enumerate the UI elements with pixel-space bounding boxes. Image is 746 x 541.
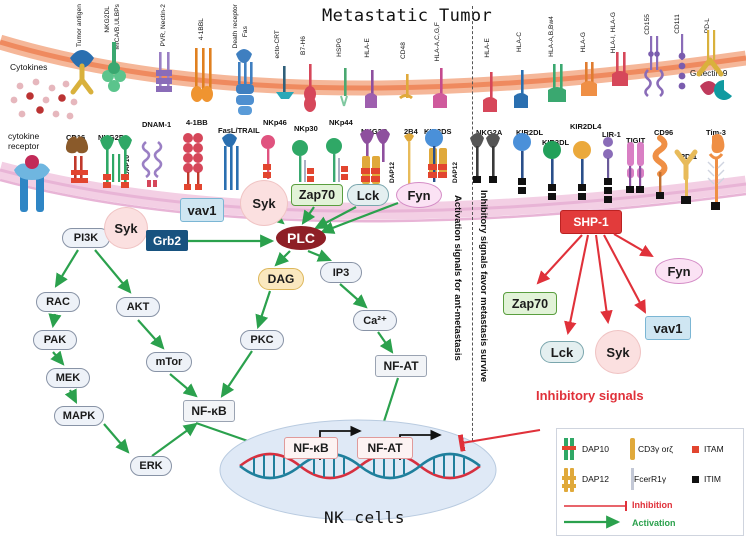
nf-kb1-node[interactable]: NF-κB xyxy=(183,400,235,422)
grb2-node[interactable]: Grb2 xyxy=(146,230,188,251)
rac-node[interactable]: RAC xyxy=(36,292,80,312)
lck-node[interactable]: Lck xyxy=(347,184,389,206)
divider-left-caption: Activation signals for ant-metastasis xyxy=(452,195,463,361)
cytokine-receptor-icon xyxy=(14,155,50,212)
nuc-nfat[interactable]: NF-AT xyxy=(357,437,413,459)
tumor-ligand-glyphs xyxy=(70,30,732,115)
nf-at1-node[interactable]: NF-AT xyxy=(375,355,427,377)
nk-inhibitory-receptor-label-6: CD96 xyxy=(654,128,674,137)
legend-arrows xyxy=(564,501,627,529)
legend-glyphs xyxy=(562,438,699,492)
nk-cells-label: NK cells xyxy=(324,508,406,527)
nuc-nfkb[interactable]: NF-κB xyxy=(284,437,338,459)
nk-activating-receptor-label-7: NKp44 xyxy=(329,118,353,127)
syk1-node[interactable]: Syk xyxy=(104,207,148,249)
legend-itim-label: ITIM xyxy=(704,474,721,484)
legend-itam-label: ITAM xyxy=(704,444,724,454)
nk-inhibitory-receptor-label-0: NKG2A xyxy=(476,128,503,137)
legend-dap10-label: DAP10 xyxy=(582,444,609,454)
inhibitory-signals-caption: Inhibitory signals xyxy=(536,388,644,403)
shp1-node[interactable]: SHP-1 xyxy=(560,210,622,234)
vav1-inhibited[interactable]: vav1 xyxy=(645,316,691,340)
legend-inhibition-label: Inhibition xyxy=(632,500,673,510)
nk-inhibitory-receptor-label-3: KIR2DL4 xyxy=(570,122,602,131)
nk-activating-receptor-label-8: NKG2C xyxy=(361,127,388,136)
nk-activating-receptor-label-9: 2B4 xyxy=(404,127,418,136)
page-title: Metastatic Tumor xyxy=(322,6,493,26)
nk-receptor-glyphs xyxy=(65,129,725,210)
nk-activating-receptor-label-3: 4-1BB xyxy=(186,118,208,127)
legend-activation-label: Activation xyxy=(632,518,676,528)
nk-activating-receptor-label-2: DNAM-1 xyxy=(142,120,172,129)
pak-node[interactable]: PAK xyxy=(33,330,77,350)
legend-box xyxy=(556,428,744,536)
akt-node[interactable]: AKT xyxy=(116,297,160,317)
cytokine-dots xyxy=(10,78,78,120)
plc-node[interactable]: PLC xyxy=(276,226,326,250)
section-divider xyxy=(472,6,473,446)
legend-cd3-label: CD3γ orζ xyxy=(638,444,673,454)
erk-node[interactable]: ERK xyxy=(130,456,172,476)
pi3k-node[interactable]: PI3K xyxy=(62,228,110,248)
lck-inhibited[interactable]: Lck xyxy=(540,341,584,363)
vav1-node[interactable]: vav1 xyxy=(180,198,224,222)
nk-activating-receptor-label-4: FasL/TRAIL xyxy=(218,126,260,135)
nk-activating-receptor-label-6: NKp30 xyxy=(294,124,318,133)
nk-inhibitory-receptor-label-5: TIGIT xyxy=(626,136,646,145)
tumor-ligand-label-21: Galectin-9 xyxy=(690,69,728,78)
fyn-node[interactable]: Fyn xyxy=(396,182,442,208)
ca2-node[interactable]: Ca²⁺ xyxy=(353,310,397,331)
syk2-node[interactable]: Syk xyxy=(240,180,288,226)
legend-dap12-label: DAP12 xyxy=(582,474,609,484)
zap70-inhibited[interactable]: Zap70 xyxy=(503,292,557,315)
dna-helix xyxy=(239,452,481,480)
cytokine-receptor-label: cytokine receptor xyxy=(8,131,40,151)
mtor-node[interactable]: mTor xyxy=(146,352,192,372)
ip3-node[interactable]: IP3 xyxy=(320,262,362,283)
mapk-node[interactable]: MAPK xyxy=(54,406,104,426)
legend-fcer-label: FcerR1γ xyxy=(634,474,667,484)
divider-right-caption: Inhibitory signals favor metastasis surv… xyxy=(478,190,489,383)
nk-inhibitory-receptor-label-1: KIR2DL xyxy=(516,128,544,137)
nk-activating-receptor-label-5: NKp46 xyxy=(263,118,287,127)
syk-inhibited[interactable]: Syk xyxy=(595,330,641,374)
nk-inhibitory-receptor-label-4: LIR-1 xyxy=(602,130,621,139)
pkc-node[interactable]: PKC xyxy=(240,330,284,350)
fyn-inhibited[interactable]: Fyn xyxy=(655,258,703,284)
mek-node[interactable]: MEK xyxy=(46,368,90,388)
nk-inhibitory-receptor-label-8: Tim-3 xyxy=(706,128,726,137)
zap70-node[interactable]: Zap70 xyxy=(291,184,343,206)
cytokines-label: Cytokines xyxy=(10,62,48,72)
dag-node[interactable]: DAG xyxy=(258,268,304,290)
